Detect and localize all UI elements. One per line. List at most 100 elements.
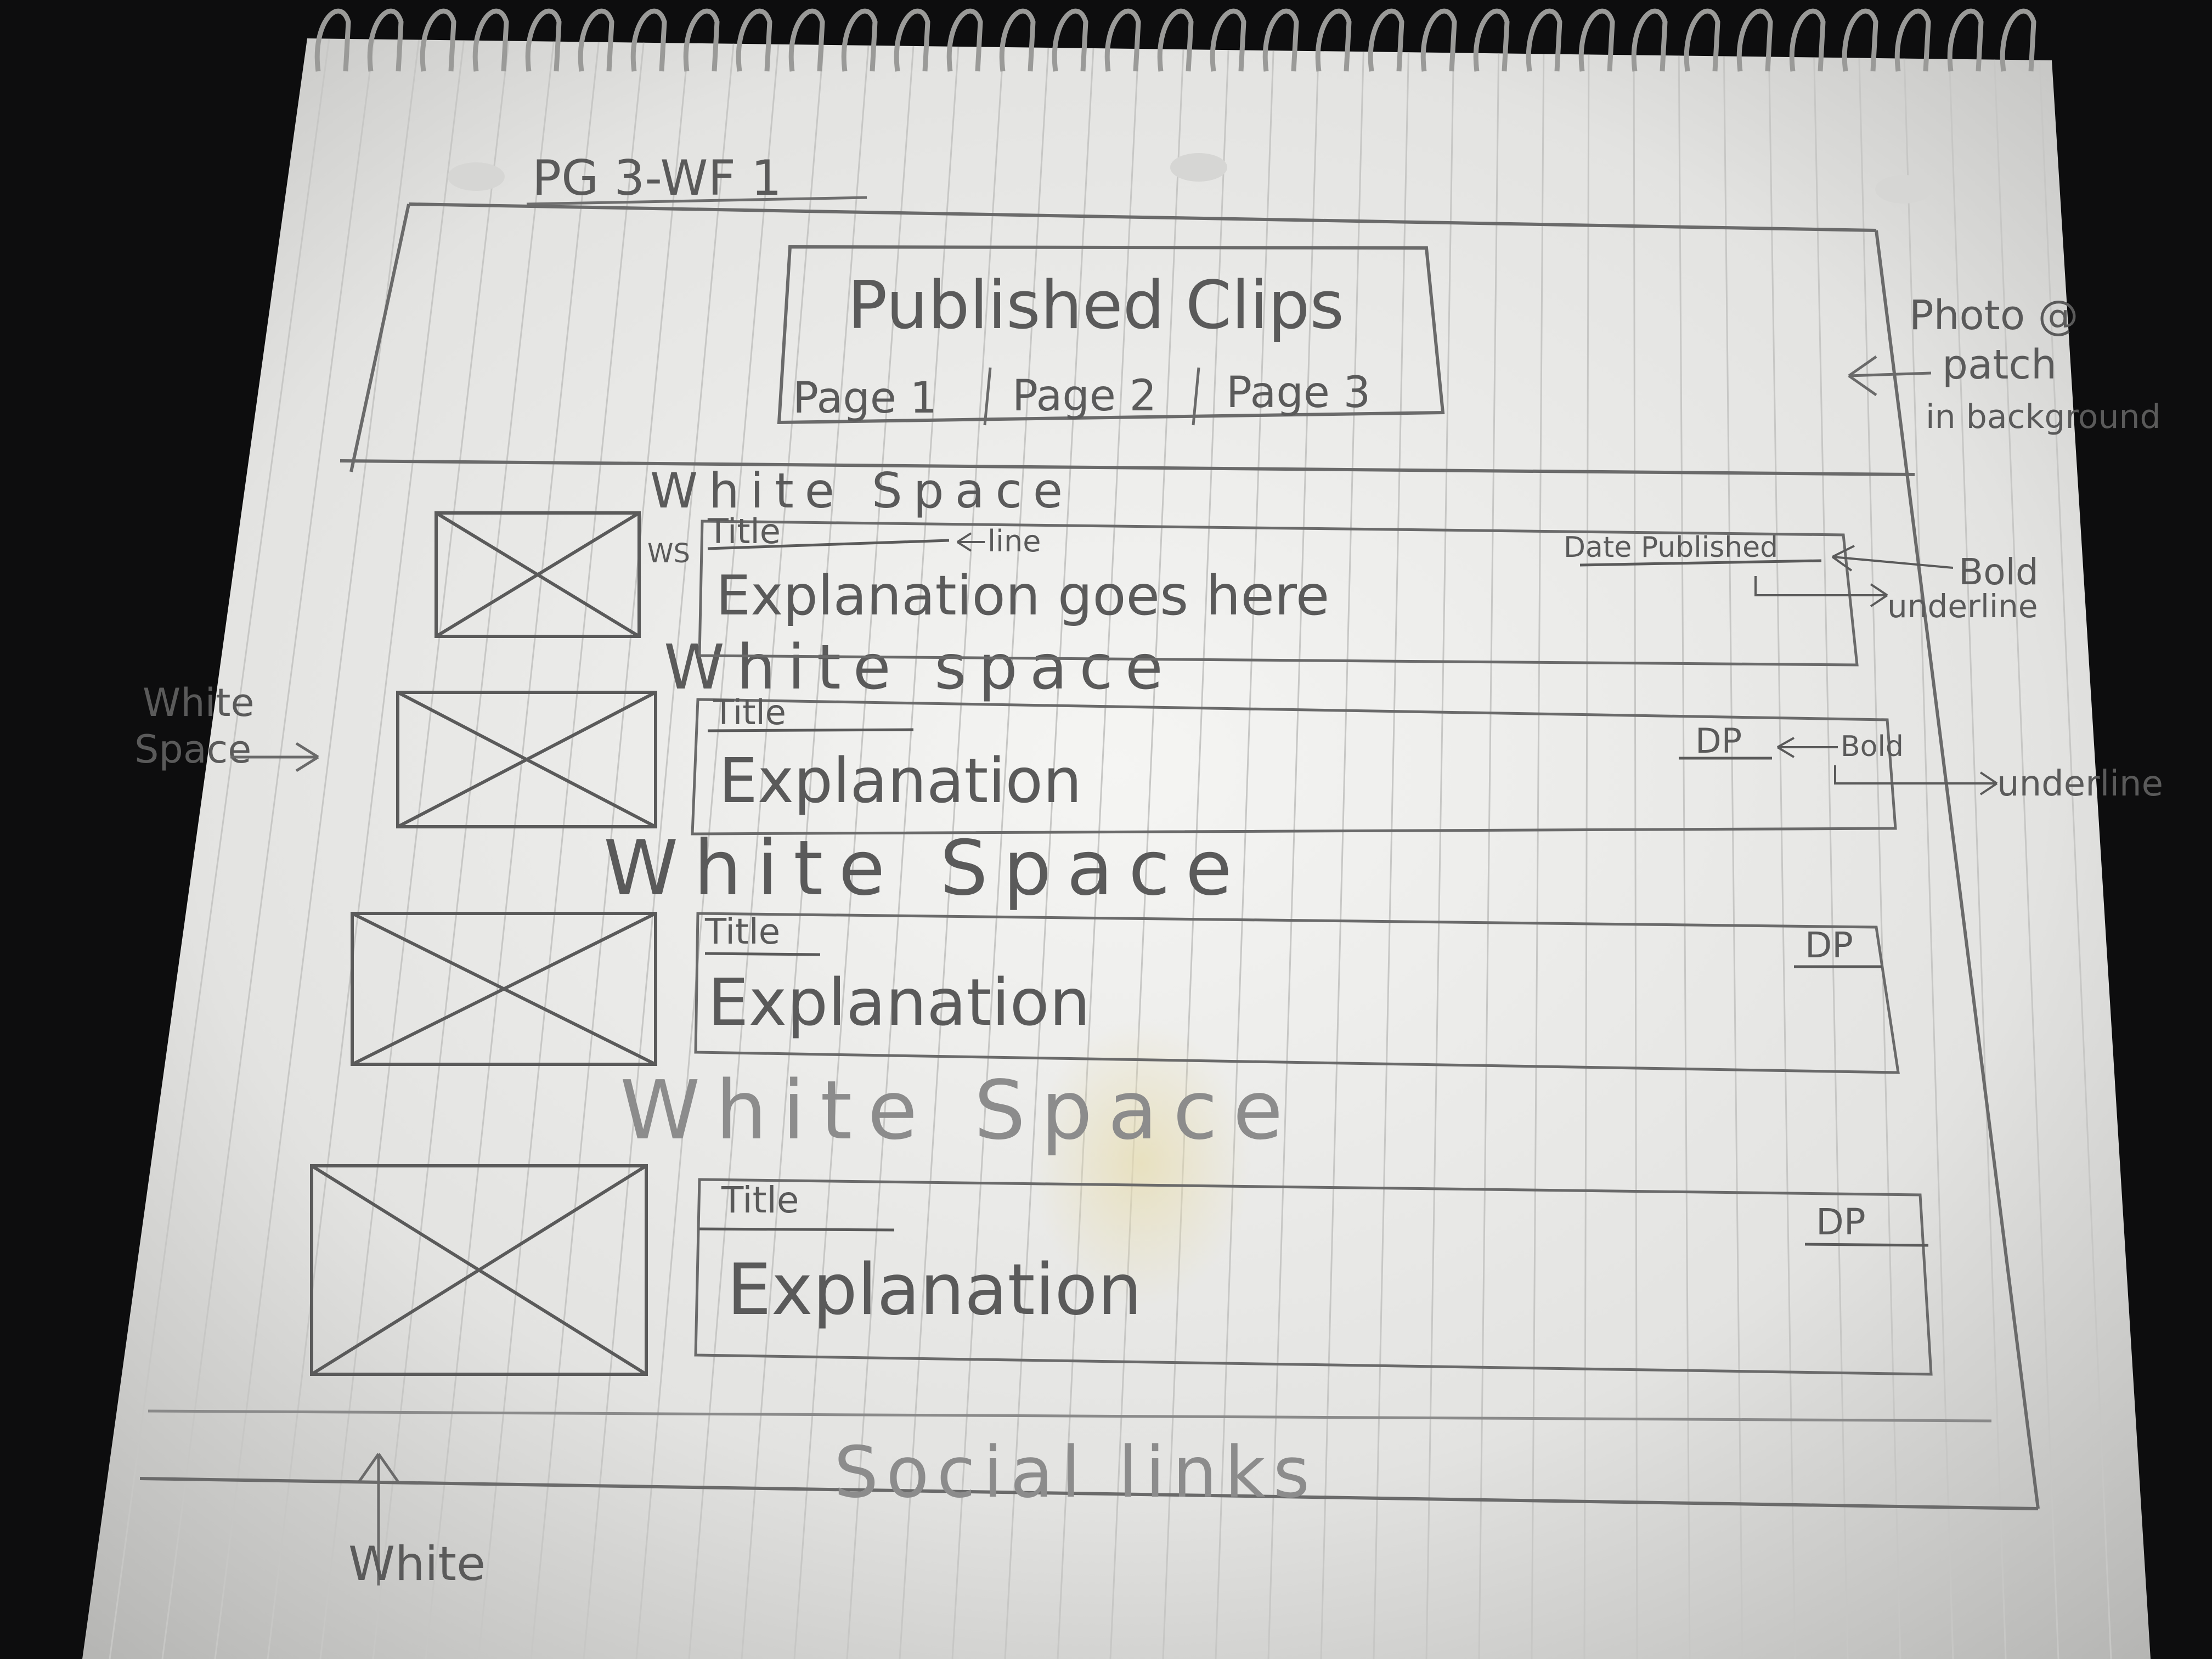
spiral-ring — [1789, 8, 1826, 72]
white-space-label: White space — [664, 632, 1175, 703]
spiral-ring — [1894, 8, 1931, 72]
clip-explanation: Explanation goes here — [716, 563, 1329, 628]
grid-line — [530, 38, 690, 1659]
clip-title[interactable]: Title — [721, 1179, 799, 1221]
bottom-note: White — [348, 1537, 486, 1592]
grid-line — [109, 38, 330, 1659]
spiral-ring — [1157, 8, 1194, 72]
grid-line — [1531, 38, 1545, 1659]
clip-row-1: WS Title line Explanation goes here Date… — [435, 511, 2039, 667]
spiral-ring — [420, 8, 456, 72]
grid-line — [319, 38, 510, 1659]
bold-annotation: Bold — [1959, 551, 2039, 593]
spiral-ring — [314, 8, 351, 72]
spiral-ring — [999, 8, 1036, 72]
white-space-label: White Space — [603, 824, 1248, 912]
grid-line — [899, 38, 1005, 1659]
grid-line — [1109, 38, 1185, 1659]
paper-grid-lines — [109, 38, 2151, 1659]
spiral-ring — [578, 8, 614, 72]
clip-card — [694, 1178, 1933, 1376]
grid-line — [1993, 38, 2059, 1659]
clip-title[interactable]: Title — [704, 912, 780, 952]
grid-line — [1903, 38, 1954, 1659]
clip-title[interactable]: Title — [713, 692, 786, 732]
grid-line — [688, 38, 825, 1659]
grid-line — [1678, 38, 1691, 1659]
notebook-paper — [82, 38, 2151, 1659]
grid-line — [1633, 38, 1638, 1659]
spiral-ring — [1736, 8, 1773, 72]
clip-date: Date Published — [1564, 531, 1778, 564]
spiral-ring — [1420, 8, 1457, 72]
spiral-ring — [1473, 8, 1510, 72]
grid-line — [1320, 38, 1365, 1659]
photo-note-line-2: patch — [1942, 341, 2057, 388]
white-space-label: White Space — [620, 1063, 1298, 1158]
grid-line — [951, 38, 1050, 1659]
clip-title[interactable]: Title — [707, 511, 781, 551]
grid-line — [635, 38, 780, 1659]
footer-divider — [148, 1409, 1992, 1423]
left-note-line-2: Space — [134, 727, 251, 772]
image-placeholder — [351, 912, 657, 1066]
nav-page-3[interactable]: Page 3 — [1226, 368, 1370, 417]
left-note-arrow — [230, 742, 319, 772]
line-arrow — [956, 532, 985, 552]
header-title: Published Clips — [848, 268, 1344, 344]
clip-date: DP — [1816, 1201, 1866, 1243]
bold-arrow — [1776, 737, 1838, 758]
grid-line — [1813, 38, 1849, 1659]
binder-hole — [1170, 153, 1227, 182]
clip-explanation: Explanation — [708, 964, 1091, 1040]
bold-annotation: Bold — [1841, 730, 1904, 763]
spiral-ring — [1947, 8, 1984, 72]
page-frame — [139, 202, 2040, 1510]
spiral-ring — [946, 8, 983, 72]
left-note-line-1: White — [143, 680, 255, 725]
line-annotation: line — [988, 524, 1041, 558]
clip-explanation: Explanation — [727, 1249, 1142, 1331]
date-underline — [1579, 559, 1822, 567]
grid-line — [1768, 38, 1796, 1659]
social-links[interactable]: Social links — [834, 1432, 1317, 1514]
spiral-ring — [630, 8, 667, 72]
spiral-ring — [1578, 8, 1615, 72]
grid-line — [741, 38, 870, 1659]
grid-line — [1723, 38, 1743, 1659]
spiral-binding — [314, 8, 2036, 72]
title-underline — [707, 728, 914, 732]
underline-arrow — [1754, 576, 1888, 607]
spiral-ring — [1262, 8, 1299, 72]
clip-card — [698, 520, 1859, 667]
grid-line — [1948, 38, 2007, 1659]
grid-line — [425, 38, 600, 1659]
date-underline — [1804, 1243, 1929, 1247]
spiral-ring — [1684, 8, 1720, 72]
bold-arrow — [1831, 545, 1954, 572]
clip-row-4: Title Explanation DP — [310, 1164, 1933, 1376]
grid-line — [1162, 38, 1230, 1659]
spiral-ring — [1842, 8, 1878, 72]
spiral-ring — [525, 8, 562, 72]
clip-date: DP — [1695, 721, 1742, 761]
clip-row-3: Title Explanation DP — [351, 912, 1900, 1074]
nav-page-1[interactable]: Page 1 — [793, 374, 937, 423]
spiral-ring — [841, 8, 878, 72]
image-placeholder — [310, 1164, 648, 1376]
grid-line — [477, 38, 645, 1659]
binder-hole — [1875, 175, 1932, 204]
grid-line — [161, 38, 375, 1659]
nav-page-2[interactable]: Page 2 — [1012, 371, 1156, 421]
grid-line — [1267, 38, 1320, 1659]
binder-hole — [448, 162, 505, 191]
clip-card — [691, 698, 1897, 836]
clip-explanation: Explanation — [719, 746, 1082, 817]
image-placeholder — [435, 511, 641, 638]
spiral-ring — [683, 8, 720, 72]
header-box — [777, 245, 1445, 425]
spiral-ring — [472, 8, 509, 72]
spiral-ring — [1315, 8, 1352, 72]
grid-line — [1004, 38, 1095, 1659]
